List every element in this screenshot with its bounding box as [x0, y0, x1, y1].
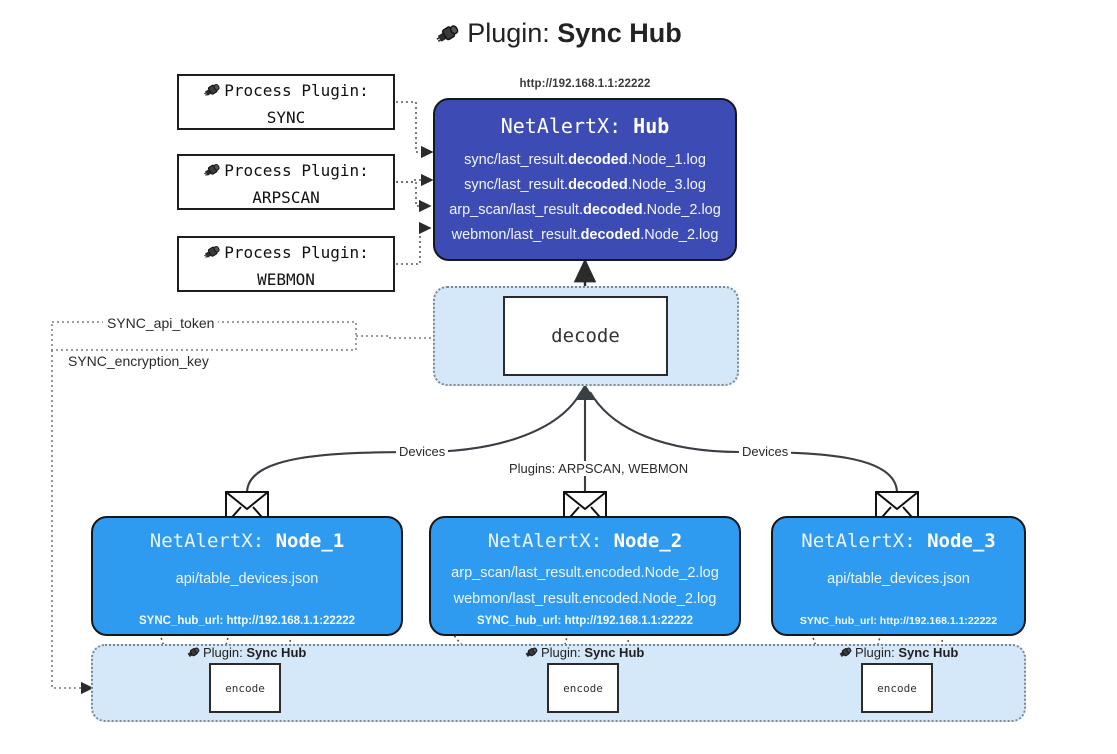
edge-label-plugins-center: Plugins: ARPSCAN, WEBMON	[506, 461, 692, 476]
process-plugin-name: WEBMON	[257, 270, 315, 289]
hub-log-line: sync/last_result.decoded.Node_3.log	[464, 177, 706, 193]
hub-title-name: Hub	[633, 114, 670, 138]
process-plugin-name: SYNC	[266, 108, 306, 127]
edge-label-devices-left: Devices	[396, 444, 449, 459]
encoder-caption-name: Sync Hub	[898, 645, 959, 660]
wire-arpscan-to-hub-2	[396, 181, 432, 213]
process-plugin-label: Process Plugin:	[224, 243, 369, 262]
wire-arpscan-to-hub	[396, 173, 434, 187]
process-plugin-box-webmon[interactable]: Process Plugin: WEBMON	[177, 236, 395, 292]
node-footer: SYNC_hub_url: http://192.168.1.1:22222	[799, 615, 998, 627]
process-plugin-box-sync[interactable]: Process Plugin: SYNC	[177, 74, 395, 130]
node-line: api/table_devices.json	[175, 571, 319, 587]
plug-icon	[838, 645, 854, 662]
node-footer: SYNC_hub_url: http://192.168.1.1:22222	[476, 615, 694, 627]
arrow-into-decode	[575, 384, 595, 400]
hub-title-prefix: NetAlertX:	[500, 114, 622, 138]
node-line-list: arp_scan/last_result.encoded.Node_2.log …	[431, 560, 739, 612]
node-title-name: Node_2	[613, 530, 683, 552]
encoder-caption-prefix: Plugin:	[203, 645, 243, 660]
page-title-prefix: Plugin:	[467, 18, 550, 48]
page-title: Plugin: Sync Hub	[0, 18, 1117, 52]
plug-icon	[203, 80, 223, 105]
encoder-caption-1: Plugin: Sync Hub	[186, 645, 306, 662]
wire-node1-to-decode	[245, 391, 582, 494]
wire-webmon-to-hub	[396, 221, 432, 265]
node-title: NetAlertX: Node_1	[93, 530, 401, 552]
hub-url-label: http://192.168.1.1:22222	[519, 78, 651, 90]
encode-box-1[interactable]: encode	[209, 663, 281, 713]
encoder-caption-3: Plugin: Sync Hub	[838, 645, 958, 662]
node-footer: SYNC_hub_url: http://192.168.1.1:22222	[138, 615, 356, 627]
process-plugin-line1: Process Plugin:	[179, 158, 393, 185]
wire-encryption-key-to-lane	[51, 350, 94, 695]
plug-icon	[524, 645, 540, 662]
setting-api-token-label: SYNC_api_token	[103, 315, 219, 331]
node-line: arp_scan/last_result.encoded.Node_2.log	[451, 565, 719, 581]
wire-node3-to-decode	[589, 391, 899, 494]
hub-log-line: webmon/last_result.decoded.Node_2.log	[451, 227, 719, 243]
node-title-prefix: NetAlertX:	[801, 530, 916, 552]
process-plugin-line1: Process Plugin:	[179, 78, 393, 105]
encoder-caption-name: Sync Hub	[246, 645, 307, 660]
encoder-caption-2: Plugin: Sync Hub	[524, 645, 644, 662]
setting-encryption-key-label: SYNC_encryption_key	[64, 353, 213, 369]
decode-box[interactable]: decode	[503, 296, 668, 376]
node-line: webmon/last_result.encoded.Node_2.log	[453, 591, 717, 607]
node-title: NetAlertX: Node_2	[431, 530, 739, 552]
node-box-node-2[interactable]: NetAlertX: Node_2 arp_scan/last_result.e…	[429, 516, 741, 636]
process-plugin-line1: Process Plugin:	[179, 240, 393, 267]
node-line: api/table_devices.json	[827, 571, 970, 587]
plug-icon	[435, 21, 463, 52]
plug-icon	[186, 645, 202, 662]
node-line-list: api/table_devices.json	[93, 566, 401, 592]
encoder-caption-prefix: Plugin:	[855, 645, 895, 660]
process-plugin-name: ARPSCAN	[252, 188, 320, 207]
hub-log-line: sync/last_result.decoded.Node_1.log	[464, 152, 706, 168]
process-plugin-label: Process Plugin:	[224, 81, 369, 100]
node-title: NetAlertX: Node_3	[773, 530, 1024, 552]
hub-log-list: sync/last_result.decoded.Node_1.log sync…	[435, 148, 735, 248]
node-title-prefix: NetAlertX:	[149, 530, 265, 552]
hub-log-line: arp_scan/last_result.decoded.Node_2.log	[449, 202, 721, 218]
wire-sync-to-hub	[396, 101, 434, 159]
encode-box-3[interactable]: encode	[861, 663, 933, 713]
plug-icon	[203, 160, 223, 185]
encode-box-2[interactable]: encode	[547, 663, 619, 713]
encoder-caption-name: Sync Hub	[584, 645, 645, 660]
edge-label-devices-right: Devices	[739, 444, 792, 459]
page-title-name: Sync Hub	[557, 18, 682, 48]
process-plugin-label: Process Plugin:	[224, 161, 369, 180]
node-box-node-1[interactable]: NetAlertX: Node_1 api/table_devices.json…	[91, 516, 403, 636]
node-title-name: Node_3	[927, 530, 996, 552]
encoder-caption-prefix: Plugin:	[541, 645, 581, 660]
hub-node[interactable]: NetAlertX: Hub sync/last_result.decoded.…	[433, 98, 737, 261]
node-line-list: api/table_devices.json	[773, 566, 1024, 592]
node-box-node-3[interactable]: NetAlertX: Node_3 api/table_devices.json…	[771, 516, 1026, 636]
process-plugin-box-arpscan[interactable]: Process Plugin: ARPSCAN	[177, 154, 395, 210]
node-title-prefix: NetAlertX:	[487, 530, 603, 552]
node-title-name: Node_1	[275, 530, 345, 552]
hub-title: NetAlertX: Hub	[435, 114, 735, 138]
plug-icon	[203, 242, 223, 267]
